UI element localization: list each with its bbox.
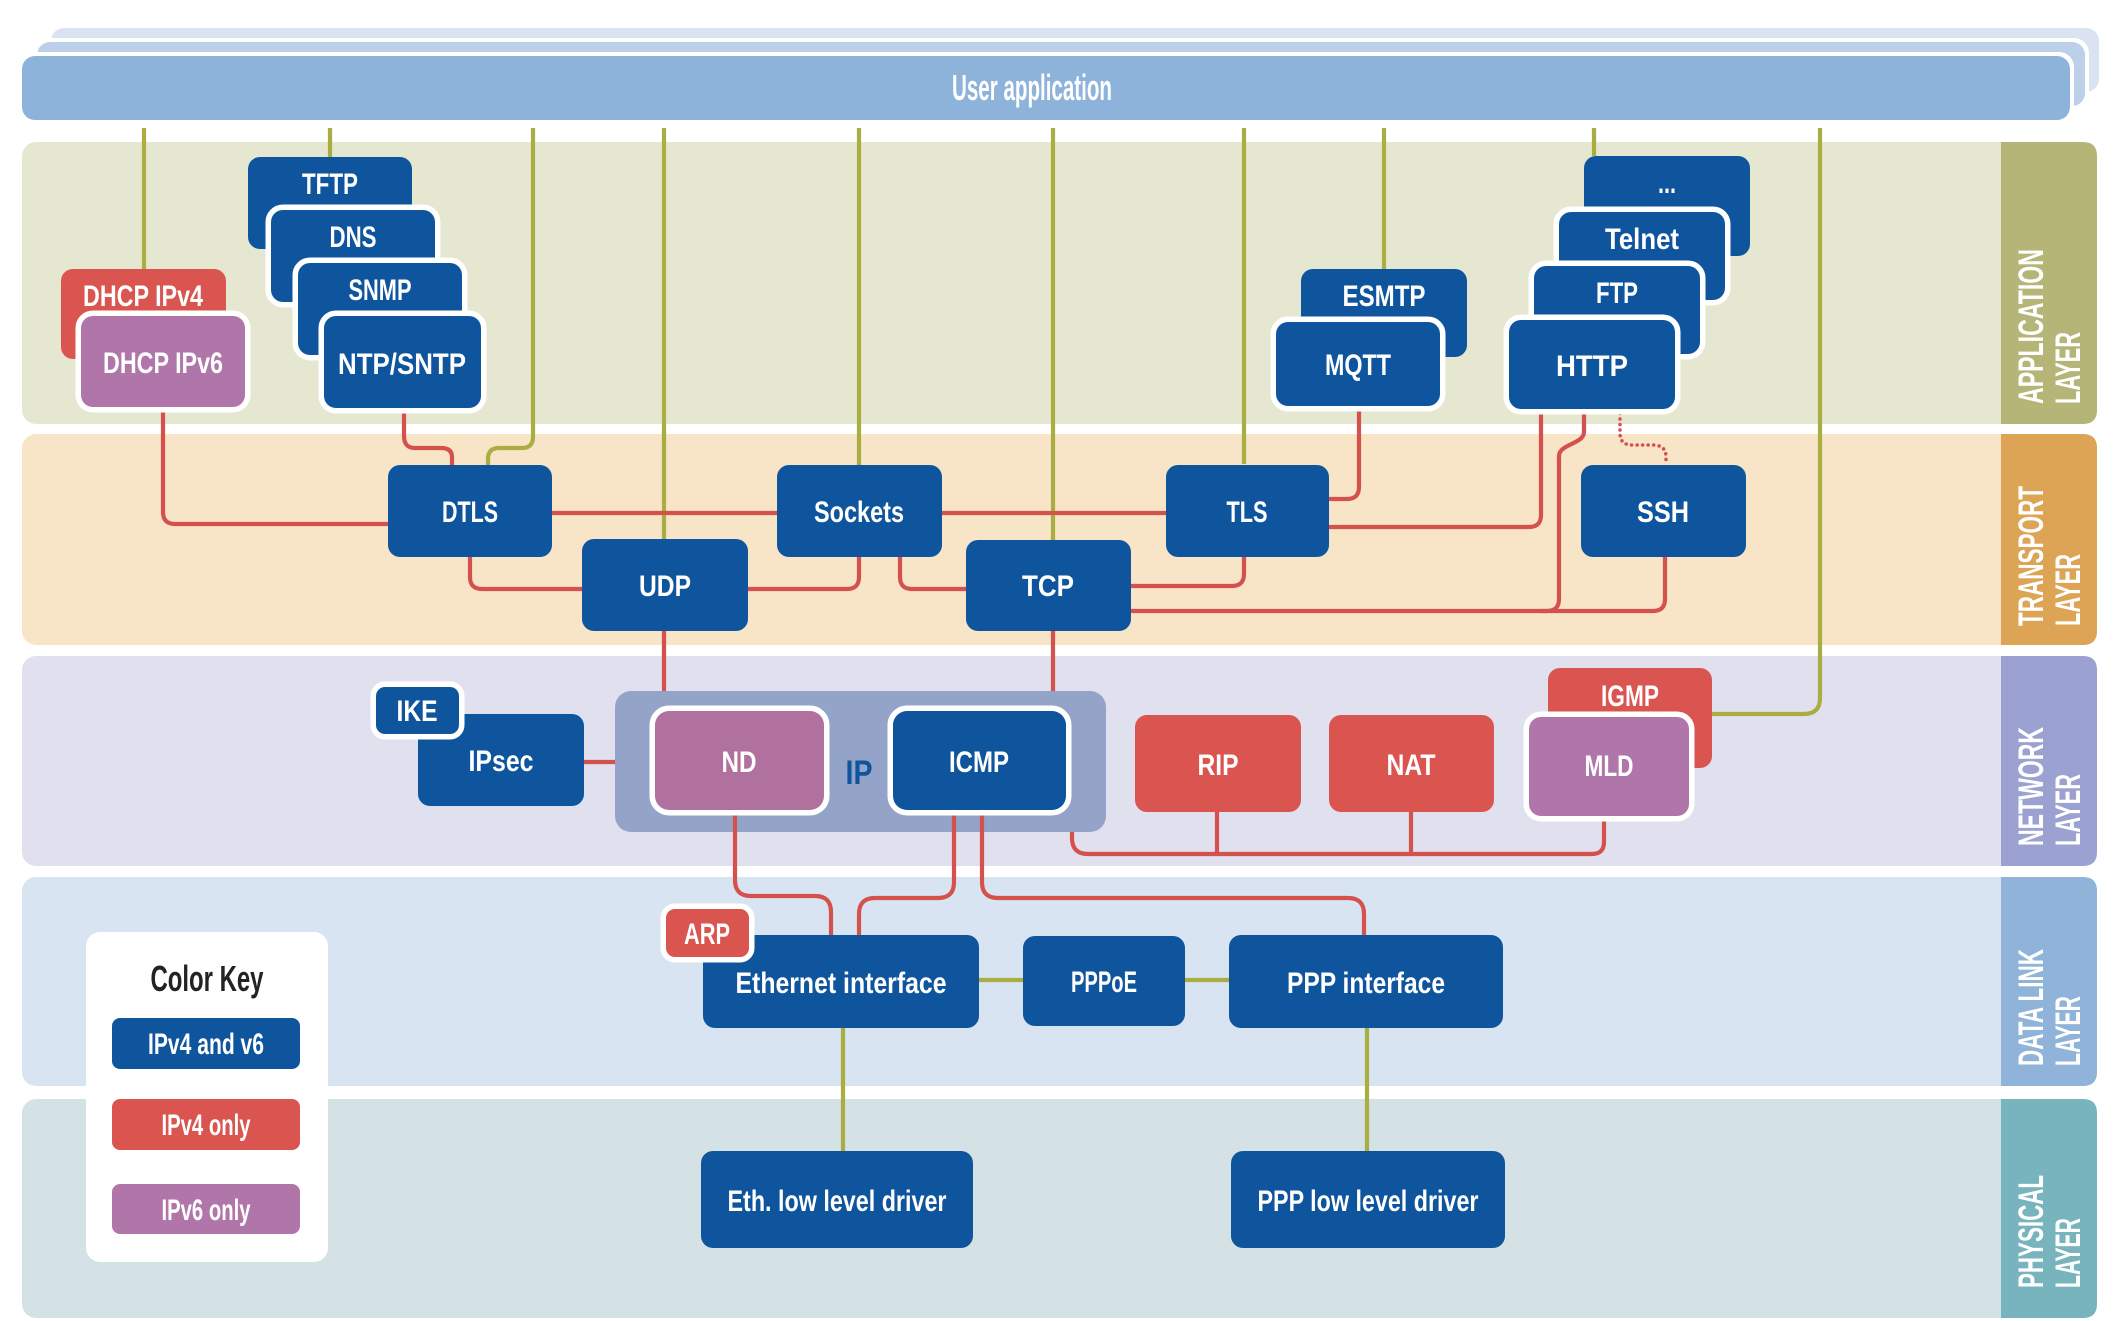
svg-text:TCP: TCP [1022, 570, 1074, 603]
svg-text:...: ... [1658, 167, 1676, 200]
svg-text:LAYER: LAYER [2049, 774, 2088, 846]
svg-text:IGMP: IGMP [1601, 680, 1659, 713]
svg-text:Color Key: Color Key [151, 958, 264, 999]
svg-text:Sockets: Sockets [814, 496, 904, 529]
svg-text:TRANSPORT: TRANSPORT [2012, 486, 2051, 626]
svg-text:PPP low level driver: PPP low level driver [1258, 1185, 1479, 1218]
svg-text:ESMTP: ESMTP [1343, 280, 1426, 313]
svg-text:TFTP: TFTP [302, 168, 358, 201]
svg-text:LAYER: LAYER [2049, 554, 2088, 626]
svg-text:DNS: DNS [330, 221, 377, 254]
svg-text:HTTP: HTTP [1556, 350, 1628, 383]
svg-text:NTP/SNTP: NTP/SNTP [338, 348, 466, 381]
svg-text:IPv4 and v6: IPv4 and v6 [148, 1028, 264, 1061]
svg-text:TLS: TLS [1227, 496, 1268, 529]
svg-text:NAT: NAT [1387, 749, 1436, 782]
svg-text:ICMP: ICMP [949, 746, 1009, 779]
svg-text:User application: User application [952, 67, 1112, 108]
svg-text:ARP: ARP [684, 918, 730, 951]
svg-text:MLD: MLD [1585, 750, 1634, 783]
svg-text:Eth. low level driver: Eth. low level driver [728, 1185, 947, 1218]
svg-text:IP: IP [846, 754, 873, 792]
svg-text:APPLICATION: APPLICATION [2012, 249, 2051, 404]
svg-text:ND: ND [722, 746, 757, 779]
svg-text:PPPoE: PPPoE [1071, 966, 1137, 999]
svg-text:SSH: SSH [1637, 496, 1689, 529]
svg-text:MQTT: MQTT [1325, 349, 1391, 382]
svg-text:IKE: IKE [397, 695, 438, 728]
svg-text:DHCP IPv6: DHCP IPv6 [103, 347, 223, 380]
svg-text:DATA LINK: DATA LINK [2012, 949, 2051, 1066]
svg-text:LAYER: LAYER [2049, 1218, 2088, 1288]
svg-text:FTP: FTP [1596, 277, 1638, 310]
svg-text:RIP: RIP [1198, 749, 1239, 782]
svg-text:UDP: UDP [639, 570, 691, 603]
svg-text:LAYER: LAYER [2049, 332, 2088, 404]
svg-text:IPv4 only: IPv4 only [162, 1109, 251, 1142]
svg-text:LAYER: LAYER [2049, 996, 2088, 1066]
svg-text:PHYSICAL: PHYSICAL [2012, 1175, 2051, 1288]
svg-text:NETWORK: NETWORK [2012, 727, 2051, 846]
svg-text:DTLS: DTLS [442, 496, 498, 529]
svg-text:DHCP IPv4: DHCP IPv4 [83, 280, 203, 313]
svg-text:Telnet: Telnet [1605, 223, 1679, 256]
svg-text:IPsec: IPsec [469, 745, 534, 778]
svg-text:IPv6 only: IPv6 only [162, 1194, 251, 1227]
svg-text:PPP interface: PPP interface [1287, 967, 1445, 1000]
svg-text:Ethernet interface: Ethernet interface [736, 967, 947, 1000]
svg-text:SNMP: SNMP [349, 274, 412, 307]
